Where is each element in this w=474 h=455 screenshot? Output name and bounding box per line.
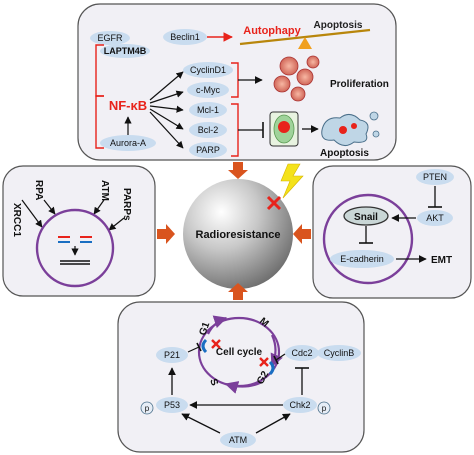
s-label: S <box>207 377 220 387</box>
beclin1-label: Beclin1 <box>170 32 200 42</box>
balance-fulcrum <box>298 37 312 49</box>
xrcc1-label: XRCC1 <box>11 203 22 237</box>
cell-in-box-icon <box>269 111 299 147</box>
akt-label: AKT <box>426 213 444 223</box>
nfkb-label: NF-κB <box>109 98 147 113</box>
aurora-a-label: Aurora-A <box>110 138 146 148</box>
apoptotic-cell-icon <box>321 111 380 146</box>
checkpoint-g2-icon <box>259 357 275 376</box>
checkpoint-g1-icon <box>201 338 221 354</box>
right-emt: PTEN Snail AKT E-cadherin EMT <box>322 169 454 285</box>
dna-break-icon <box>58 236 92 265</box>
emt-label: EMT <box>431 255 452 266</box>
p21-label: P21 <box>164 350 180 360</box>
phospho-p53-label: p <box>145 404 150 413</box>
apoptosis-top-label: Apoptosis <box>314 20 363 31</box>
proliferation-label: Proliferation <box>330 79 389 90</box>
proliferating-cells-icon <box>273 55 320 102</box>
snail-label: Snail <box>354 212 378 223</box>
parp-label: PARP <box>196 145 220 155</box>
mcl1-label: Mcl-1 <box>197 105 219 115</box>
connector-arrows <box>157 162 311 300</box>
radiation-lightning-icon <box>280 163 304 199</box>
cmyc-label: c-Myc <box>196 85 220 95</box>
atm-bottom-label: ATM <box>229 435 247 445</box>
atm-left-label: ATM <box>99 180 110 201</box>
bcl2-label: Bcl-2 <box>198 125 219 135</box>
cdc2-label: Cdc2 <box>291 348 312 358</box>
arrow-left <box>157 224 175 244</box>
parps-label: PARPs <box>121 188 132 221</box>
arrow-top <box>228 162 248 179</box>
top-pathway: EGFR LAPTM4B Beclin1 Autophapy Apoptosis… <box>90 20 389 159</box>
arrow-bottom <box>228 283 248 300</box>
autophagy-label: Autophapy <box>243 25 301 37</box>
left-dna-repair: XRCC1 RPA ATM PARPs <box>11 180 132 288</box>
left-panel <box>2 165 156 297</box>
pten-label: PTEN <box>423 172 447 182</box>
block-cross-icon <box>266 195 282 211</box>
chk2-label: Chk2 <box>289 400 310 410</box>
nucleus-circle-right <box>322 193 414 285</box>
cell-cycle-label: Cell cycle <box>216 347 263 358</box>
g1-label: G1 <box>197 320 212 337</box>
bottom-cell-cycle: Cell cycle G1 M S G2 P21 Cdc2 CyclinB <box>140 315 361 448</box>
bottom-panel <box>117 301 365 453</box>
cyclinb-label: CyclinB <box>324 348 355 358</box>
radioresistance-sphere <box>183 179 293 289</box>
laptm4b-label: LAPTM4B <box>104 46 147 56</box>
p53-label: P53 <box>164 400 180 410</box>
radioresistance-label: Radioresistance <box>196 229 281 241</box>
egfr-label: EGFR <box>97 33 123 43</box>
ecadherin-label: E-cadherin <box>340 254 384 264</box>
arrow-right <box>293 224 311 244</box>
nucleus-circle-left <box>35 208 115 288</box>
cyclind1-label: CyclinD1 <box>190 65 226 75</box>
right-panel <box>312 165 472 299</box>
rpa-label: RPA <box>33 180 44 200</box>
apoptosis-bottom-label: Apoptosis <box>320 148 369 159</box>
phospho-chk2-label: p <box>322 404 327 413</box>
